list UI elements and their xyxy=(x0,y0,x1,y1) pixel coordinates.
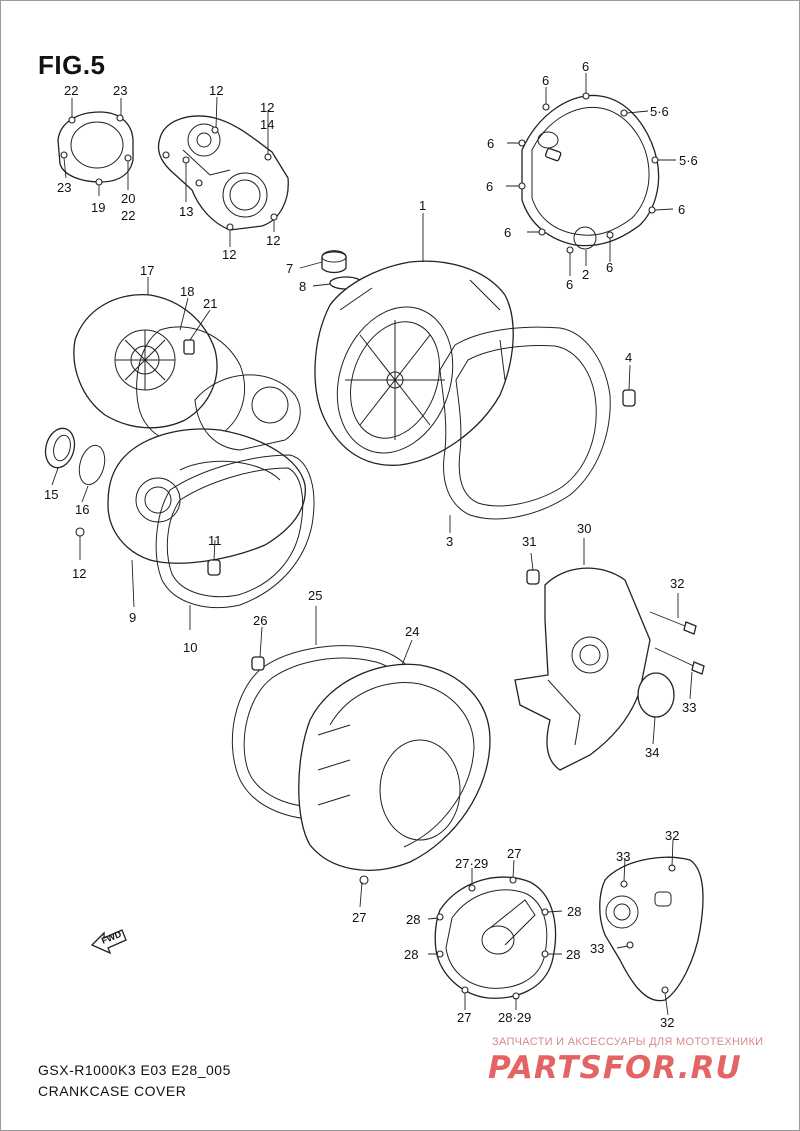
callout-19: 19 xyxy=(91,200,105,215)
part-sprocket-cover xyxy=(599,856,704,1002)
callout-12: 12 xyxy=(266,233,280,248)
callout-9: 9 xyxy=(129,610,136,625)
callout-4: 4 xyxy=(625,350,632,365)
part-oil-seal-15 xyxy=(44,427,76,469)
callout-6: 6 xyxy=(606,260,613,275)
callout-5-6: 5·6 xyxy=(679,153,698,168)
part-generator-cover-17 xyxy=(73,294,218,429)
callout-5-6: 5·6 xyxy=(650,104,669,119)
callout-32: 32 xyxy=(670,576,684,591)
callout-7: 7 xyxy=(286,261,293,276)
callout-21: 21 xyxy=(203,296,217,311)
callout-16: 16 xyxy=(75,502,89,517)
leader-lines xyxy=(51,73,693,1016)
part-small-cover-top-left xyxy=(57,111,134,186)
callout-6: 6 xyxy=(582,59,589,74)
callout-28-29: 28·29 xyxy=(498,1010,531,1025)
part-pump-cover xyxy=(157,115,289,231)
callout-1: 1 xyxy=(419,198,426,213)
watermark-logo: PARTSFOR.RU xyxy=(488,1050,742,1086)
watermark-tagline: ЗАПЧАСТИ И АКСЕССУАРЫ ДЛЯ МОТОТЕХНИКИ xyxy=(492,1036,764,1048)
callout-23: 23 xyxy=(113,83,127,98)
callout-6: 6 xyxy=(504,225,511,240)
part-bolts-32-33 xyxy=(649,611,705,675)
callout-6: 6 xyxy=(542,73,549,88)
callout-33: 33 xyxy=(590,941,604,956)
fwd-arrow-icon: FWD xyxy=(90,929,127,955)
callout-31: 31 xyxy=(522,534,536,549)
callout-6: 6 xyxy=(678,202,685,217)
part-dowel-pin-21 xyxy=(183,339,195,355)
part-dowel-pin-4 xyxy=(622,389,636,407)
callout-10: 10 xyxy=(183,640,197,655)
part-dowel-pin-26 xyxy=(251,656,265,671)
callout-24: 24 xyxy=(405,624,419,639)
callout-33: 33 xyxy=(682,700,696,715)
callout-12: 12 xyxy=(260,100,274,115)
part-main-cover xyxy=(314,260,514,466)
callout-20: 20 xyxy=(121,191,135,206)
callout-18: 18 xyxy=(180,284,194,299)
callout-27: 27 xyxy=(457,1010,471,1025)
footer-model-code: GSX-R1000K3 E03 E28_005 xyxy=(38,1062,231,1078)
part-dowel-pin-11 xyxy=(207,559,221,576)
callout-2: 2 xyxy=(582,267,589,282)
part-gasket-3 xyxy=(439,326,611,520)
part-bracket-30 xyxy=(514,567,651,771)
part-starter-cover-27 xyxy=(434,876,557,1000)
callout-12: 12 xyxy=(222,247,236,262)
callout-12: 12 xyxy=(209,83,223,98)
callout-12: 12 xyxy=(72,566,86,581)
part-plug-34 xyxy=(637,672,675,718)
callout-28: 28 xyxy=(404,947,418,962)
callout-13: 13 xyxy=(179,204,193,219)
callout-25: 25 xyxy=(308,588,322,603)
callout-22: 22 xyxy=(121,208,135,223)
part-gasket-10 xyxy=(155,454,315,608)
callout-30: 30 xyxy=(577,521,591,536)
part-o-ring-16 xyxy=(78,444,106,486)
callout-26: 26 xyxy=(253,613,267,628)
callout-32: 32 xyxy=(665,828,679,843)
callout-6: 6 xyxy=(487,136,494,151)
callout-28: 28 xyxy=(566,947,580,962)
callout-6: 6 xyxy=(566,277,573,292)
callout-3: 3 xyxy=(446,534,453,549)
callout-labels: 22 23 23 19 20 22 12 12 14 13 12 12 6 6 … xyxy=(44,59,698,1030)
callout-34: 34 xyxy=(645,745,659,760)
callout-27-29: 27·29 xyxy=(455,856,488,871)
part-generator-cover-24 xyxy=(298,663,491,885)
callout-15: 15 xyxy=(44,487,58,502)
callout-33: 33 xyxy=(616,849,630,864)
callout-28: 28 xyxy=(567,904,581,919)
callout-17: 17 xyxy=(140,263,154,278)
callout-23: 23 xyxy=(57,180,71,195)
callout-27: 27 xyxy=(507,846,521,861)
callout-11: 11 xyxy=(208,533,222,548)
figure-title: FIG.5 xyxy=(38,50,106,80)
part-clutch-cover xyxy=(518,92,660,254)
callout-32: 32 xyxy=(660,1015,674,1030)
callout-8: 8 xyxy=(299,279,306,294)
callout-22: 22 xyxy=(64,83,78,98)
footer-section-name: CRANKCASE COVER xyxy=(38,1083,187,1099)
callout-6: 6 xyxy=(486,179,493,194)
callout-28: 28 xyxy=(406,912,420,927)
callout-27: 27 xyxy=(352,910,366,925)
callout-14: 14 xyxy=(260,117,274,132)
